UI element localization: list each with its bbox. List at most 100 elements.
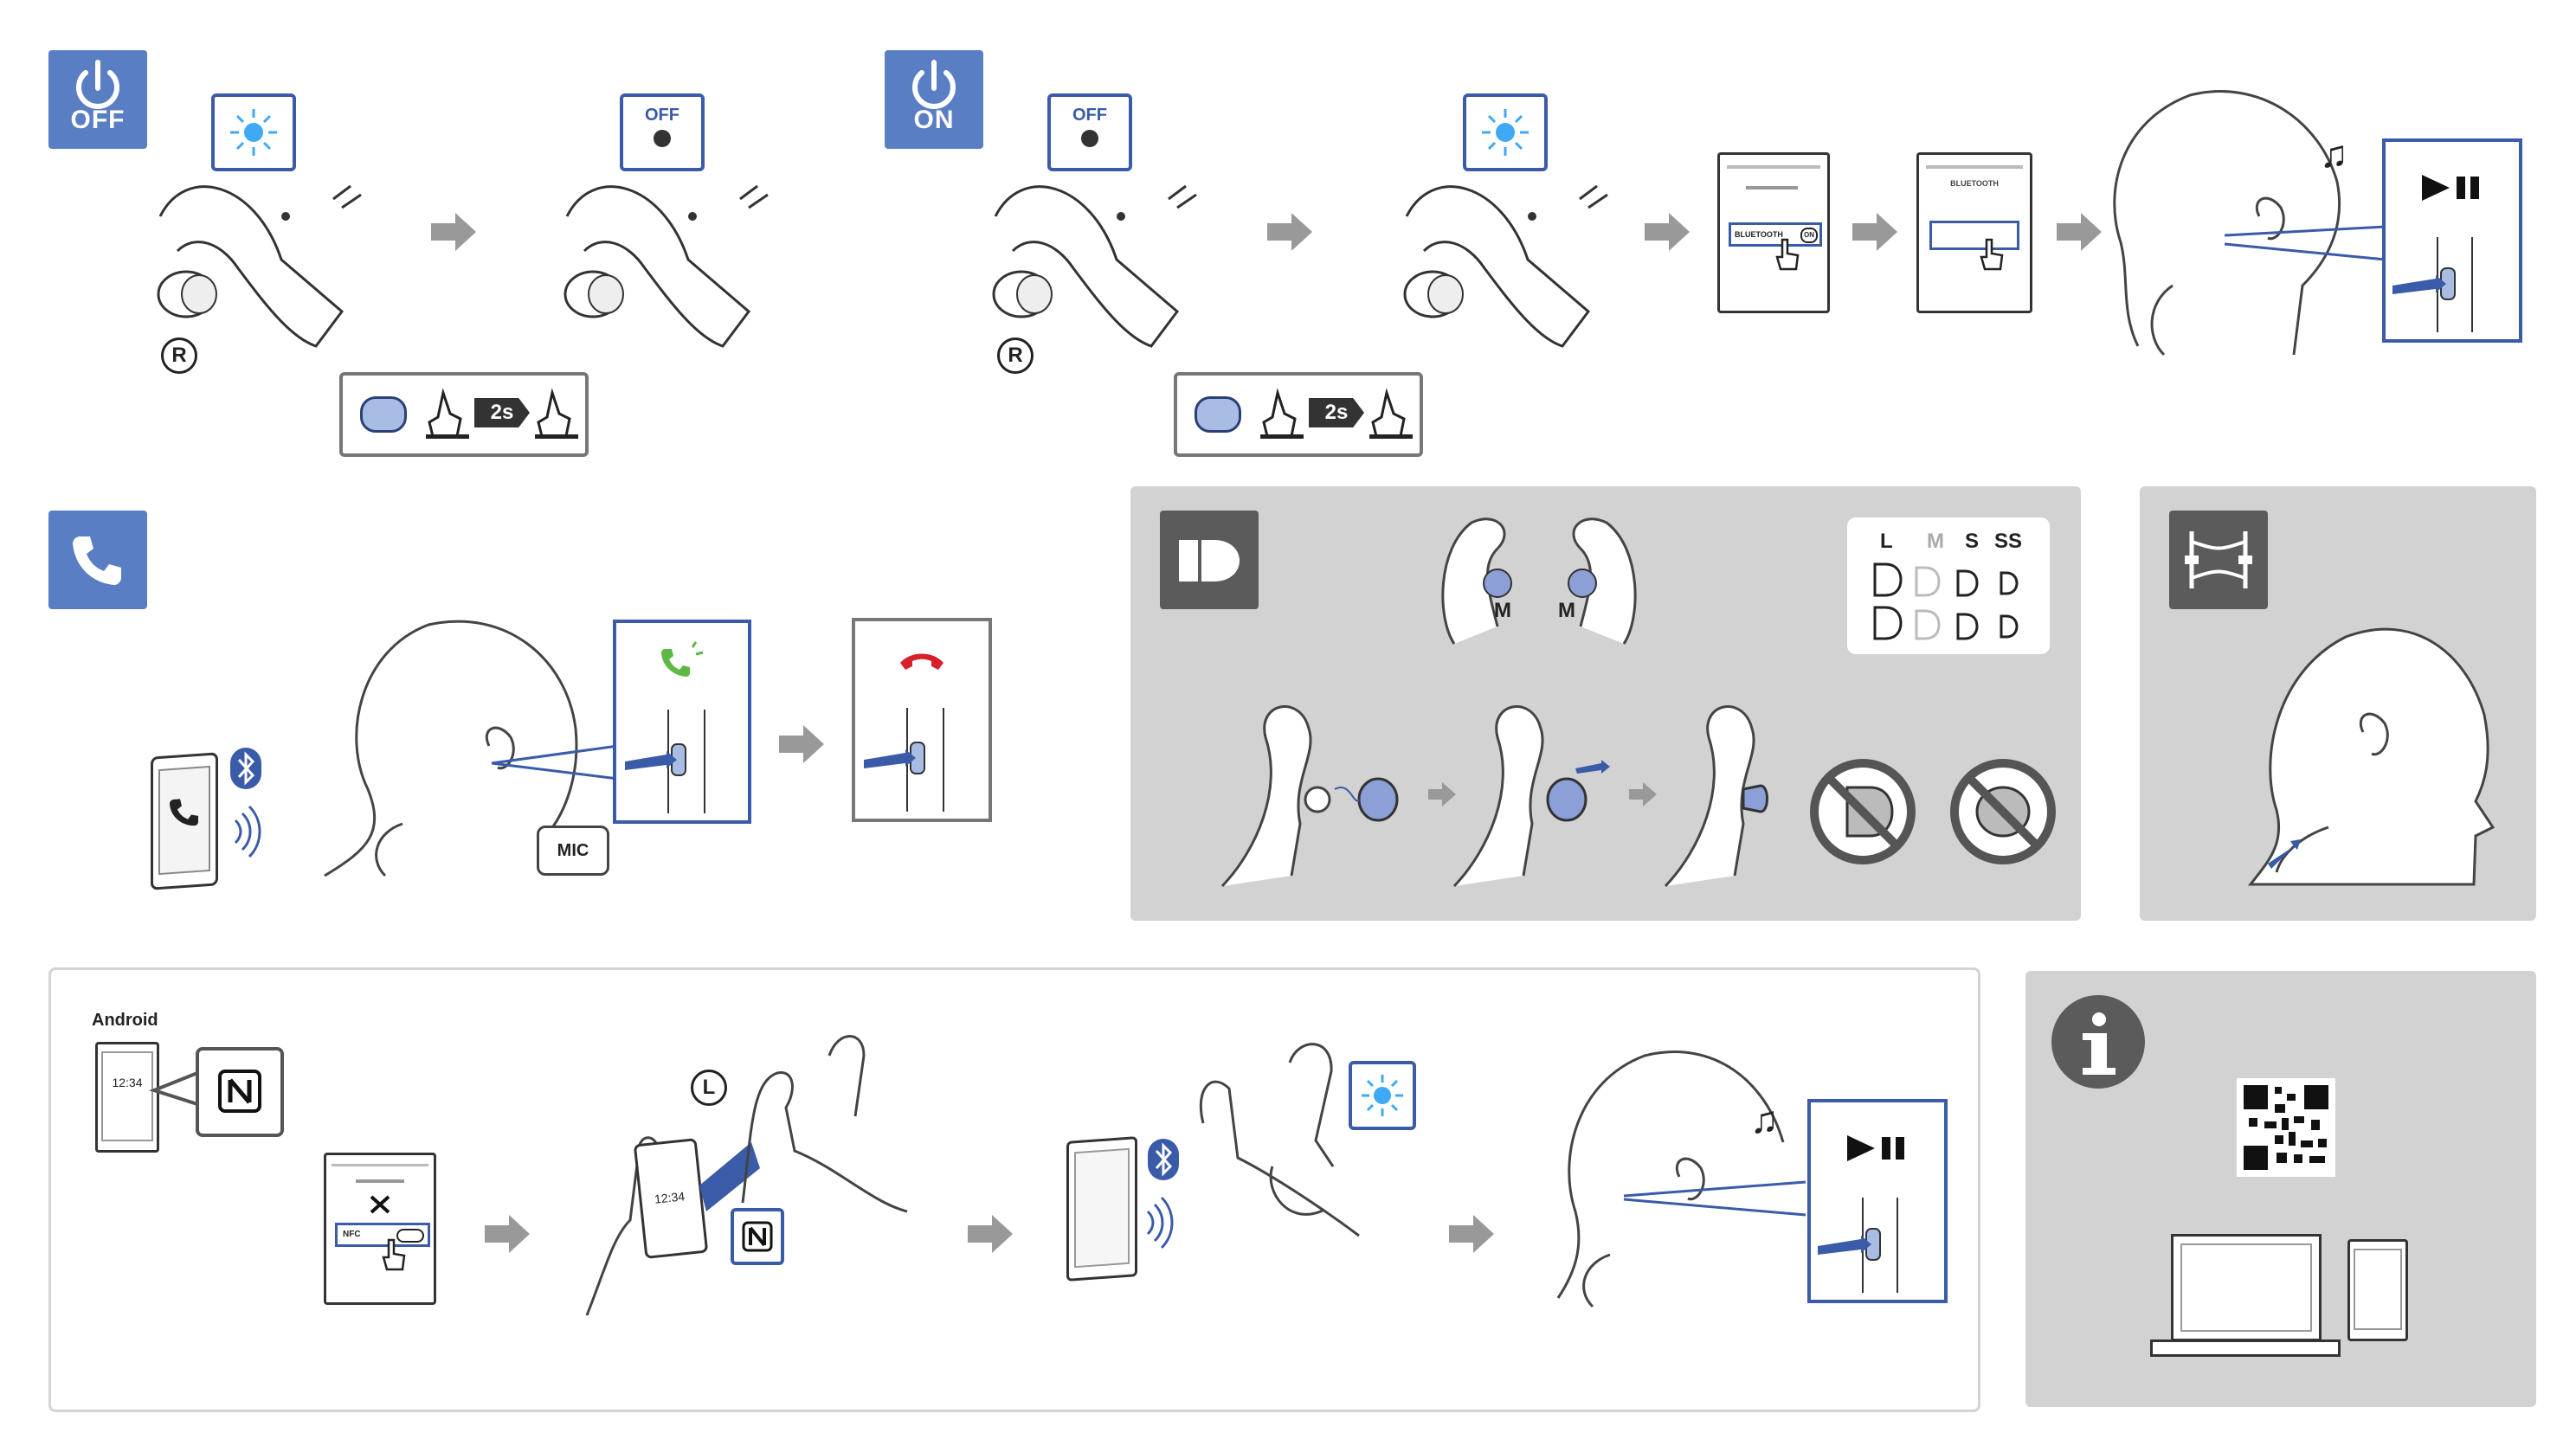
size-l-label: L bbox=[1880, 530, 1893, 553]
finger-press-icon bbox=[426, 388, 469, 439]
finger-release-icon bbox=[1369, 388, 1413, 439]
phone-bt-row[interactable]: BLUETOOTH ON bbox=[1729, 222, 1822, 247]
signal-waves-icon bbox=[1146, 1196, 1174, 1250]
earbud-tip-icon bbox=[1179, 540, 1240, 581]
next-arrow-icon bbox=[485, 1215, 530, 1253]
next-arrow-icon bbox=[2057, 213, 2102, 251]
next-arrow-icon bbox=[1267, 213, 1312, 251]
size-m-label: M bbox=[1927, 530, 1944, 553]
led-off-dot bbox=[654, 130, 671, 147]
power-button-icon bbox=[1195, 396, 1241, 433]
led-off-label: OFF bbox=[645, 106, 679, 125]
power-off-label: OFF bbox=[70, 106, 126, 134]
press-button-detail bbox=[2392, 237, 2473, 332]
led-off-dot bbox=[1081, 130, 1098, 147]
hold-instruction-box-1: 2s bbox=[339, 372, 589, 457]
size-shapes bbox=[1873, 562, 2019, 640]
led-callout-off: OFF bbox=[1047, 93, 1132, 171]
head-adjust-illustration bbox=[2247, 627, 2496, 886]
side-mark-l: L bbox=[691, 1070, 727, 1106]
info-icon bbox=[2051, 995, 2145, 1089]
callout-pointer bbox=[149, 1070, 199, 1107]
phone-call-icon bbox=[170, 799, 198, 826]
finger-release-icon bbox=[535, 388, 578, 439]
tap-hand-icon bbox=[382, 1238, 406, 1271]
side-mark-r: R bbox=[161, 337, 197, 374]
led-blink-icon bbox=[1362, 1075, 1403, 1116]
led-callout-blinking bbox=[211, 93, 296, 171]
power-icon bbox=[912, 60, 956, 109]
bt-toggle[interactable]: ON bbox=[1800, 228, 1818, 243]
nfc-row[interactable]: NFC bbox=[335, 1223, 430, 1247]
music-notes-icon: ♫ bbox=[1750, 1099, 1779, 1141]
nfc-icon bbox=[742, 1221, 773, 1252]
tools-icon bbox=[370, 1195, 390, 1214]
call-badge bbox=[48, 511, 147, 609]
led-off-label: OFF bbox=[1072, 106, 1107, 125]
bt-screen-header: BLUETOOTH bbox=[1950, 179, 1999, 188]
qr-code-icon[interactable] bbox=[2237, 1078, 2335, 1177]
headset-illustration-2 bbox=[564, 184, 769, 348]
phone-manual bbox=[2347, 1239, 2408, 1341]
size-chart-card: L M S SS bbox=[1847, 517, 2050, 654]
nfc-row-label: NFC bbox=[343, 1230, 361, 1239]
headset-paired-illustration bbox=[1199, 1043, 1360, 1237]
tap-hand-icon bbox=[1980, 238, 2004, 271]
headset-illustration-3 bbox=[992, 184, 1197, 348]
laptop-illustration bbox=[2171, 1234, 2322, 1341]
bt-row-label: BLUETOOTH bbox=[1735, 230, 1783, 239]
prohibited-tip-1 bbox=[1810, 759, 1916, 864]
size-s-label: S bbox=[1965, 530, 1980, 553]
bluetooth-icon bbox=[1148, 1139, 1179, 1180]
callout-lines bbox=[491, 744, 619, 781]
next-arrow-icon bbox=[431, 213, 476, 251]
size-m-label-right: M bbox=[1558, 599, 1575, 622]
head-call-illustration bbox=[324, 620, 578, 877]
led-blink-icon bbox=[1482, 109, 1529, 156]
next-arrow-icon bbox=[1645, 213, 1690, 251]
hold-2s-tag: 2s bbox=[474, 398, 530, 427]
earbud-tip-attached bbox=[1664, 705, 1768, 888]
earbud-remove-tip bbox=[1220, 705, 1399, 888]
laptop-base bbox=[2150, 1340, 2341, 1357]
earbud-in-ear-right bbox=[1568, 517, 1637, 645]
tap-hand-icon bbox=[1775, 238, 1800, 271]
press-button-detail bbox=[625, 710, 705, 813]
callout-lines bbox=[1623, 1180, 1806, 1217]
press-button-detail bbox=[864, 708, 944, 812]
hold-duration: 2s bbox=[1324, 401, 1349, 424]
adjust-badge bbox=[2169, 511, 2268, 609]
device-row[interactable] bbox=[1929, 221, 2019, 250]
hold-2s-tag: 2s bbox=[1309, 398, 1364, 427]
play-pause-callout bbox=[2382, 138, 2522, 343]
finger-press-icon bbox=[1260, 388, 1304, 439]
phone-clock: 12:34 bbox=[112, 1076, 143, 1089]
power-on-badge: ON bbox=[885, 50, 983, 149]
answer-call-callout bbox=[613, 620, 751, 824]
phone-icon bbox=[73, 536, 121, 585]
os-label: Android bbox=[92, 1011, 158, 1030]
play-pause-icon bbox=[2422, 175, 2479, 201]
nfc-callout bbox=[196, 1047, 284, 1137]
end-call-box bbox=[852, 618, 992, 822]
signal-waves-icon bbox=[234, 805, 261, 858]
phone-nfc-settings: NFC bbox=[324, 1153, 436, 1305]
side-mark-r: R bbox=[997, 337, 1034, 374]
power-off-badge: OFF bbox=[48, 50, 147, 149]
led-blink-icon bbox=[230, 109, 277, 156]
phone-bt-device-list: BLUETOOTH bbox=[1916, 152, 2032, 313]
hold-instruction-box-2: 2s bbox=[1174, 372, 1423, 457]
power-button-icon bbox=[360, 396, 407, 433]
smartphone-call bbox=[151, 752, 218, 890]
nfc-toggle[interactable] bbox=[396, 1229, 424, 1243]
play-pause-icon bbox=[1847, 1135, 1904, 1161]
next-arrow-icon bbox=[779, 725, 824, 763]
mic-label-box: MIC bbox=[537, 826, 609, 876]
nfc-touch-callout bbox=[731, 1208, 784, 1265]
prohibited-tip-2 bbox=[1950, 759, 2056, 864]
size-m-label-left: M bbox=[1494, 599, 1511, 622]
next-arrow-icon-small bbox=[1629, 782, 1657, 806]
band-adjust-icon bbox=[2185, 531, 2252, 588]
music-notes-icon: ♫ bbox=[2320, 133, 2348, 176]
power-on-label: ON bbox=[913, 106, 955, 134]
